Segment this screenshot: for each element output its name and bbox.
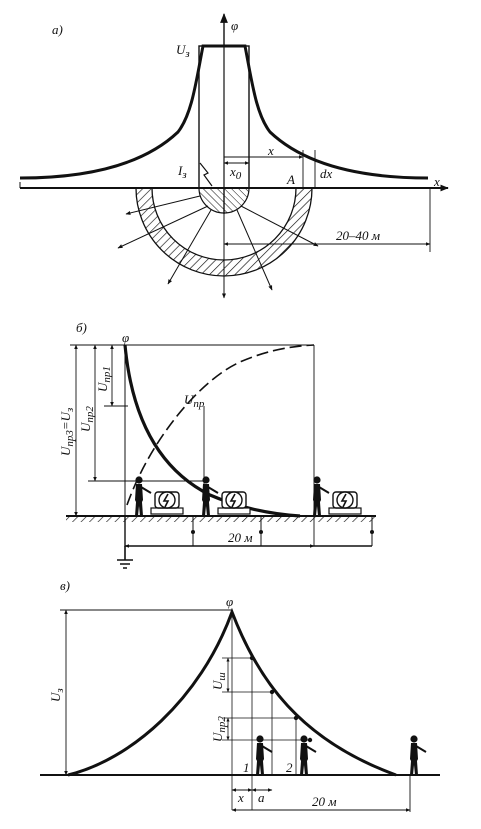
person-1-c [255, 734, 273, 776]
person-1-b [134, 475, 152, 517]
step-guides [222, 612, 310, 810]
panel-b-label: б) [76, 320, 87, 335]
panel-c: в) φ Uз Uш Uпр2 1 [40, 578, 440, 812]
electric-motor-2 [217, 491, 251, 515]
current-arrows [117, 195, 319, 299]
touch-voltage-curve-b [126, 344, 315, 506]
phi-label-a: φ [231, 18, 238, 33]
distance-label-c: 20 м [312, 794, 337, 809]
Uz-label-a: Uз [176, 42, 190, 60]
Uz-label-c: Uз [48, 688, 66, 702]
panel-b: б) φ Uпр3=Uз Uпр2 Uпр1 Uпр [58, 320, 376, 569]
ground-symbol [117, 546, 133, 569]
electric-motor-1 [150, 491, 184, 515]
Upr-label: Uпр [184, 392, 205, 410]
x-axis-label-a: x [433, 174, 440, 189]
Upr2-label-c: Uпр2 [210, 716, 228, 742]
person-3-c [409, 734, 427, 776]
phi-label-c: φ [226, 594, 233, 609]
distance-label-b: 20 м [228, 530, 253, 545]
dx-label: dx [320, 166, 333, 181]
panel-a: а) φ x Uз Iз x0 [19, 13, 449, 299]
phi-label-b: φ [122, 330, 129, 345]
panel-c-label: в) [60, 578, 70, 593]
Iz-label: Iз [177, 163, 187, 181]
person-2-number: 2 [286, 760, 293, 775]
person-3-b [312, 475, 330, 517]
x0-label: x0 [229, 164, 242, 182]
distance-label-a: 20–40 м [336, 228, 380, 243]
Upr3-label: Uпр3=Uз [58, 408, 76, 456]
electric-motor-3 [328, 491, 362, 515]
current-lightning-icon [199, 162, 213, 187]
potential-curve-b [123, 344, 301, 518]
point-A-label: A [286, 172, 295, 187]
Upr2-label: Uпр2 [78, 406, 96, 432]
person-1-number: 1 [243, 760, 250, 775]
Upr1-label: Uпр1 [95, 366, 113, 392]
potential-curve-a [19, 44, 429, 180]
person-2-c [299, 734, 317, 776]
a-label-c: a [258, 790, 265, 805]
electrode-hemisphere [198, 187, 250, 214]
panel-a-label: а) [52, 22, 63, 37]
x-label-c: x [237, 790, 244, 805]
Ush-label: Uш [210, 672, 228, 690]
x-label-a: x [267, 143, 274, 158]
